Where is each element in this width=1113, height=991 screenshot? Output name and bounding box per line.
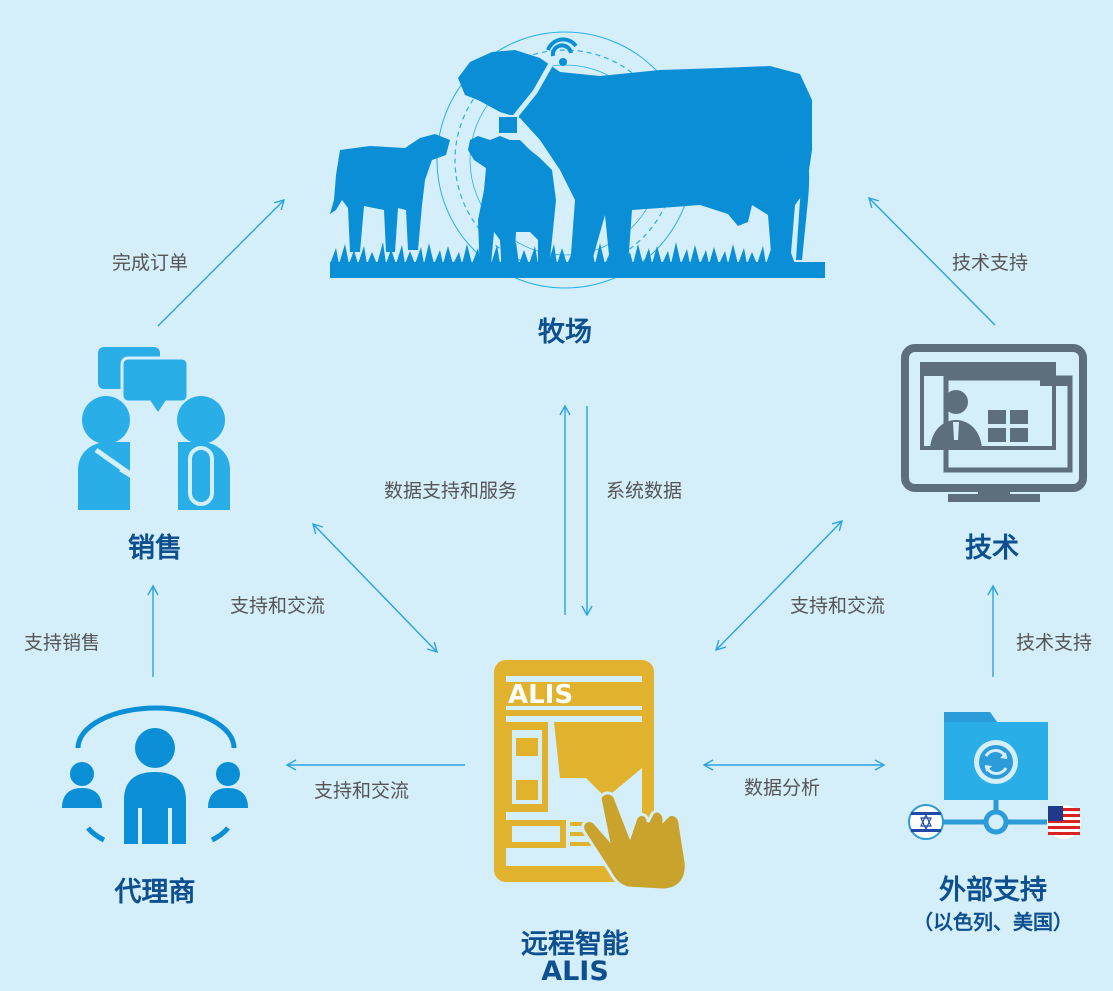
group-people-icon (62, 705, 248, 844)
edge-label-dealer-to-sales: 支持销售 (24, 632, 101, 654)
edge-label-tech-to-farm: 技术支持 (952, 252, 1029, 274)
handshake-chat-icon (78, 347, 230, 510)
arrows (147, 196, 999, 771)
arrow-tech-alis-b (776, 519, 844, 589)
edge-label-external-to-tech: 技术支持 (1016, 632, 1093, 654)
edge-label-alis-to-farm: 数据支持和服务 (384, 480, 518, 502)
arrow-sales-alis-b (374, 587, 439, 654)
cattle-icon (330, 31, 825, 289)
edge-label-farm-to-alis: 系统数据 (606, 480, 683, 502)
alis-icon-text: ALIS (508, 680, 574, 710)
edge-label-tech-alis: 支持和交流 (790, 595, 886, 617)
external-label-line2: （以色列、美国） (913, 910, 1073, 934)
sales-label: 销售 (128, 533, 182, 564)
edge-label-sales-to-farm: 完成订单 (112, 252, 189, 274)
folder-network-icon (908, 712, 1081, 840)
arrow-sales-to-farm (157, 198, 286, 327)
edge-label-sales-alis: 支持和交流 (230, 595, 326, 617)
edge-label-alis-to-dealer: 支持和交流 (314, 780, 410, 802)
arrow-tech-alis-a (714, 587, 778, 652)
tech-label: 技术 (965, 533, 1019, 564)
farm-label: 牧场 (538, 317, 592, 348)
dealer-label: 代理商 (114, 877, 196, 908)
alis-label-line2: ALIS (541, 956, 609, 987)
tablet-touch-icon (494, 660, 688, 892)
alis-label-line1: 远程智能 (521, 929, 629, 960)
arrow-tech-to-farm (867, 196, 996, 326)
arrow-sales-alis-a (311, 522, 376, 589)
usa-flag-icon (1047, 805, 1081, 839)
monitor-user-icon (901, 344, 1087, 502)
edge-label-alis-external: 数据分析 (744, 777, 821, 799)
israel-flag-icon (908, 804, 944, 840)
external-label-line1: 外部支持 (939, 875, 1047, 906)
